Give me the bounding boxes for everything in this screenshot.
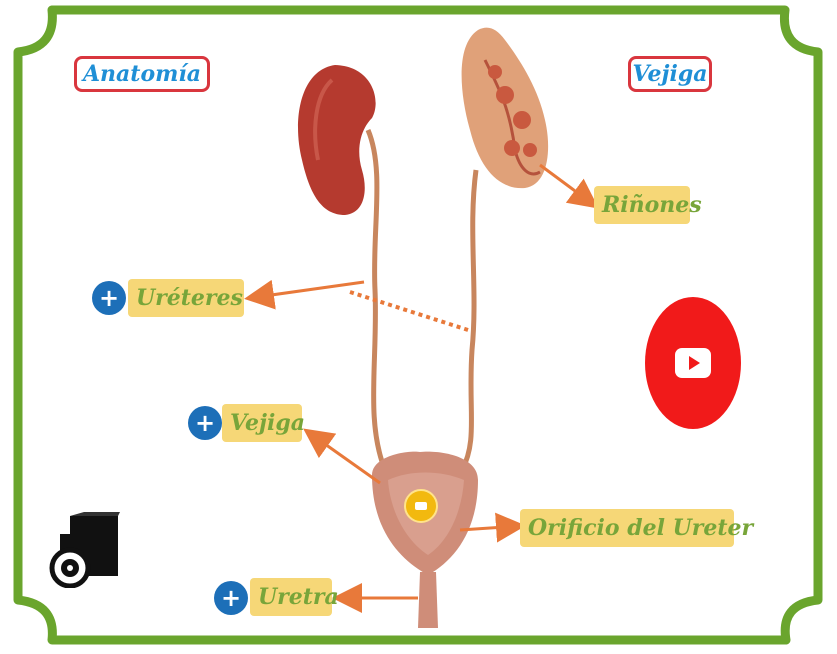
plus-icon: + xyxy=(194,409,216,437)
plus-button-vejiga[interactable]: + xyxy=(188,406,222,440)
camera-box-icon[interactable] xyxy=(48,512,120,588)
image-icon xyxy=(415,502,427,510)
plus-icon: + xyxy=(98,284,120,312)
title-anatomia: Anatomía xyxy=(74,56,210,92)
arrow-rinones xyxy=(539,163,599,209)
arrow-vejiga xyxy=(303,428,381,485)
label-ureteres: Uréteres xyxy=(128,279,244,317)
arrow-ureteres xyxy=(244,279,365,310)
title-vejiga: Vejiga xyxy=(628,56,712,92)
label-orificio: Orificio del Ureter xyxy=(520,509,753,547)
plus-button-uretra[interactable]: + xyxy=(214,581,248,615)
label-vejiga: Vejiga xyxy=(222,404,305,442)
label-rinones: Riñones xyxy=(594,186,702,224)
right-ureter xyxy=(459,169,479,472)
plus-button-ureteres[interactable]: + xyxy=(92,281,126,315)
plus-icon: + xyxy=(220,584,242,612)
image-hotspot-button[interactable] xyxy=(404,489,438,523)
youtube-play-button[interactable] xyxy=(645,297,741,429)
left-ureter xyxy=(365,129,388,471)
label-uretra: Uretra xyxy=(250,578,339,616)
arrow-orificio xyxy=(459,512,526,543)
youtube-play-icon xyxy=(675,348,711,378)
urethra xyxy=(418,572,438,628)
left-kidney xyxy=(298,65,376,215)
